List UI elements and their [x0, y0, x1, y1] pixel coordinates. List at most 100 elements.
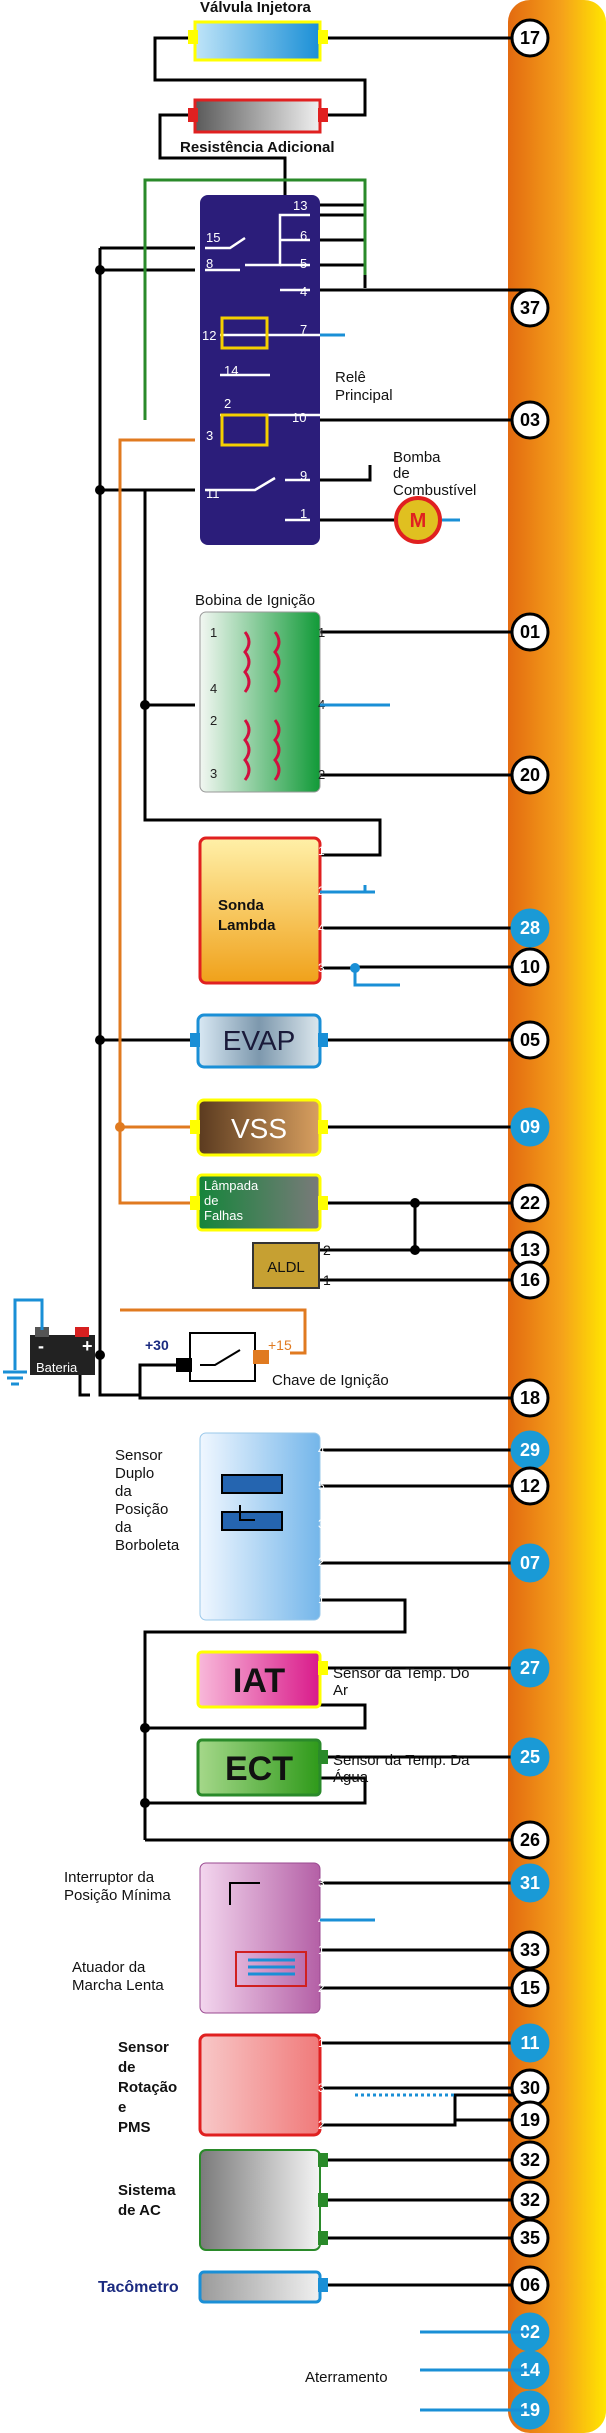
ecu-pin: 17 [510, 18, 550, 58]
ecu-pin: 18 [510, 1378, 550, 1418]
ecu-pin: 03 [510, 400, 550, 440]
ecu-pin: 16 [510, 1260, 550, 1300]
lambda-pin: 4 [318, 921, 325, 935]
iat-label: IAT [233, 1662, 285, 1700]
ecu-pin-circle [510, 1020, 550, 1060]
relay-pin: 2 [224, 396, 231, 411]
tps-label-1: Sensor [115, 1447, 163, 1464]
ac-label-2: de AC [118, 2202, 161, 2219]
coil-pin: 4 [210, 681, 217, 696]
ignition-switch-terminal-15 [253, 1350, 269, 1364]
ecu-pin: 12 [510, 1466, 550, 1506]
ecu-pin-label: 32 [520, 2150, 540, 2170]
idle-coil-core [248, 1958, 295, 1976]
battery-terminal-minus [35, 1327, 49, 1337]
relay-pin: 9 [300, 468, 307, 483]
idle-pin: 2 [318, 1981, 325, 1995]
relay-pin-labels: 13 6 15 5 8 4 7 12 14 2 3 10 9 11 1 [202, 198, 307, 521]
coil-pin: 2 [210, 713, 217, 728]
ecu-pin-label: 15 [520, 1978, 540, 1998]
ecu-pin-label: 12 [520, 1476, 540, 1496]
ecu-pin-label: 30 [520, 2078, 540, 2098]
connector-squares [188, 30, 328, 2292]
ecu-pin-circle [510, 1543, 550, 1583]
resistor-body [193, 98, 322, 134]
tps-label-5: da [115, 1519, 132, 1536]
crank-pin-labels: 1 3 2 [318, 2036, 325, 2132]
coil-label: Bobina de Ignição [195, 592, 315, 609]
ecu-pin-circle [510, 2265, 550, 2305]
ecu-pin-circle [510, 400, 550, 440]
crank-label-4: e [118, 2099, 126, 2116]
tps-label-4: Posição [115, 1501, 168, 1518]
ecu-pin-circle [510, 1378, 550, 1418]
lambda-pin: 3 [318, 961, 325, 975]
iat-body [196, 1650, 322, 1709]
ground-icons [320, 333, 530, 2412]
resistor-label: Resistência Adicional [180, 139, 335, 156]
ecu-pin-label: 26 [520, 1830, 540, 1850]
crank-label-2: de [118, 2059, 136, 2076]
ecu-pin-label: 06 [520, 2275, 540, 2295]
aldl-pin: 1 [323, 1272, 331, 1288]
battery-terminal-plus [75, 1327, 89, 1337]
ecu-pin-label: 10 [520, 957, 540, 977]
ecu-pin: 32 [510, 2140, 550, 2180]
ecu-pin-label: 07 [520, 1553, 540, 1573]
relay-pin: 1 [300, 506, 307, 521]
relay-coil-2 [220, 413, 269, 447]
ecu-pin-circle [510, 2023, 550, 2063]
ecu-pin: 11 [510, 2023, 550, 2063]
ect-desc-2: Água [333, 1769, 369, 1786]
lamp-label-1: Lâmpada [204, 1178, 259, 1193]
ecu-pin: 06 [510, 2265, 550, 2305]
coil-pin: 1 [318, 625, 325, 640]
ecu-pin-circle [510, 18, 550, 58]
relay-pin: 3 [206, 428, 213, 443]
battery-ground-icon [3, 1370, 27, 1386]
coil-windings [243, 631, 281, 781]
idle-pin: 1 [318, 1943, 325, 1957]
ignition-switch-terminal-30 [176, 1358, 192, 1372]
tps-wiper [239, 1505, 255, 1521]
ecu-pin-label: 33 [520, 1940, 540, 1960]
ecu-pin-label: 11 [520, 2033, 539, 2053]
tps-label-6: Borboleta [115, 1537, 180, 1554]
crank-label-5: PMS [118, 2119, 151, 2136]
crank-pin: 2 [318, 2118, 325, 2132]
ecu-pin: 26 [510, 1820, 550, 1860]
plus30-label: +30 [145, 1337, 169, 1353]
min-switch-contacts [229, 1882, 260, 1905]
min-switch-pin: 3 [318, 1876, 325, 1890]
relay-pin: 14 [224, 363, 238, 378]
ect-body [196, 1738, 322, 1797]
ground-label: Aterramento [305, 2369, 388, 2386]
lamp-label-2: de [204, 1193, 218, 1208]
crank-sensor-body [198, 2033, 322, 2137]
ecu-pin: 35 [510, 2218, 550, 2258]
min-switch-label-2: Posição Mínima [64, 1887, 171, 1904]
ecu-pin-label: 19 [520, 2110, 540, 2130]
relay-pin: 10 [292, 410, 306, 425]
aldl-pin-labels: 2 1 [323, 1242, 331, 1288]
aldl-body [252, 1242, 320, 1289]
ecu-pin-circle [510, 1863, 550, 1903]
ecu-pin-circle [510, 947, 550, 987]
ecu-pin-circle [510, 1737, 550, 1777]
ecu-pin-circle [510, 1648, 550, 1688]
ecu-pin: 10 [510, 947, 550, 987]
iat-desc-1: Sensor da Temp. Do [333, 1665, 469, 1682]
ecu-pin-circle [510, 612, 550, 652]
battery-ground-wire [13, 1298, 44, 1370]
ecu-pin-circle [510, 2100, 550, 2140]
ecu-pin-circle [510, 1183, 550, 1223]
coil-pin: 1 [210, 625, 217, 640]
ecu-pin-label: 31 [520, 1873, 540, 1893]
lambda-label-1: Sonda [218, 897, 264, 914]
lambda-pin-labels: 1 2 4 3 [318, 844, 325, 975]
pump-label-2: de [393, 465, 410, 482]
battery-label: Bateria [36, 1360, 78, 1375]
pump-label-1: Bomba [393, 449, 441, 466]
